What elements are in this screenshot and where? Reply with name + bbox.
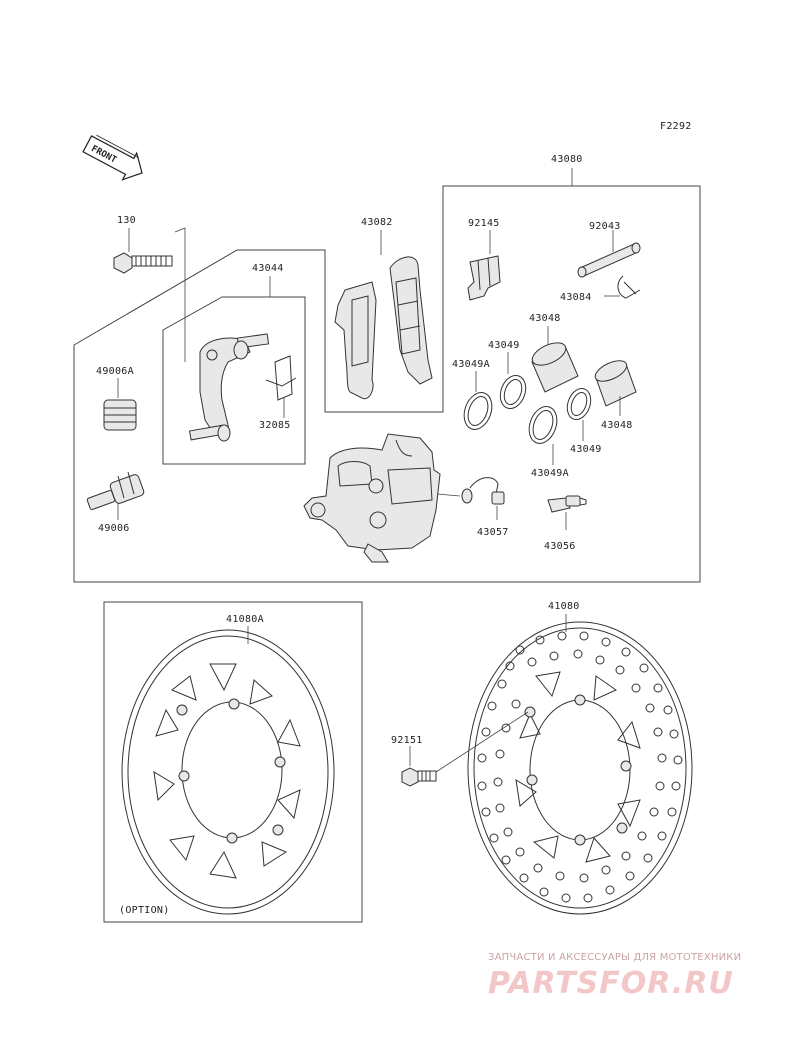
caliper-bracket-43044 <box>188 333 270 442</box>
brake-pads-43082 <box>334 256 433 400</box>
watermark-tagline: ЗАПЧАСТИ И АКСЕССУАРЫ ДЛЯ МОТОТЕХНИКИ <box>488 952 742 963</box>
bolt-130 <box>113 252 173 274</box>
label-49006: 49006 <box>98 523 130 534</box>
label-43049A-bottom: 43049A <box>531 468 569 479</box>
label-43056: 43056 <box>544 541 576 552</box>
option-disc-frame <box>103 601 363 923</box>
pin-boot-49006 <box>86 471 145 511</box>
caliper-assembly-frame <box>73 185 701 583</box>
label-43044: 43044 <box>252 263 284 274</box>
seal-43049A-bottom <box>528 406 558 444</box>
watermark-logo[interactable]: PARTSFOR.RU <box>488 966 734 1001</box>
label-92145: 92145 <box>468 218 500 229</box>
cap-43057 <box>461 477 505 505</box>
seal-43049-top <box>499 375 527 409</box>
option-label: (OPTION) <box>119 905 170 916</box>
bracket-subframe <box>162 296 306 465</box>
seal-43049-right <box>566 388 592 420</box>
label-43080: 43080 <box>551 154 583 165</box>
bleeder-43056 <box>547 495 587 513</box>
front-arrow-icon: FRONT <box>82 134 143 181</box>
spring-92145 <box>467 255 501 301</box>
label-41080A: 41080A <box>226 614 264 625</box>
caliper-body <box>303 433 441 563</box>
label-43048-right: 43048 <box>601 420 633 431</box>
seal-43049A-top <box>463 392 493 430</box>
brake-disc-41080A <box>121 629 335 915</box>
label-49006A: 49006A <box>96 366 134 377</box>
pin-92043 <box>577 242 641 278</box>
label-43057: 43057 <box>477 527 509 538</box>
clip-43084 <box>617 275 641 299</box>
label-43082: 43082 <box>361 217 393 228</box>
label-43049-right: 43049 <box>570 444 602 455</box>
clip-32085 <box>265 355 297 401</box>
label-43049A-top: 43049A <box>452 359 490 370</box>
label-130: 130 <box>117 215 136 226</box>
label-43049-top: 43049 <box>488 340 520 351</box>
brake-disc-41080 <box>467 621 693 915</box>
label-92151: 92151 <box>391 735 423 746</box>
piston-43048-top <box>531 342 579 393</box>
label-43048-top: 43048 <box>529 313 561 324</box>
label-41080: 41080 <box>548 601 580 612</box>
figure-code: F2292 <box>660 121 692 132</box>
bolt-92151 <box>401 767 437 787</box>
label-32085: 32085 <box>259 420 291 431</box>
piston-43048-right <box>594 360 637 407</box>
label-43084: 43084 <box>560 292 592 303</box>
boot-49006A <box>103 399 137 431</box>
label-92043: 92043 <box>589 221 621 232</box>
